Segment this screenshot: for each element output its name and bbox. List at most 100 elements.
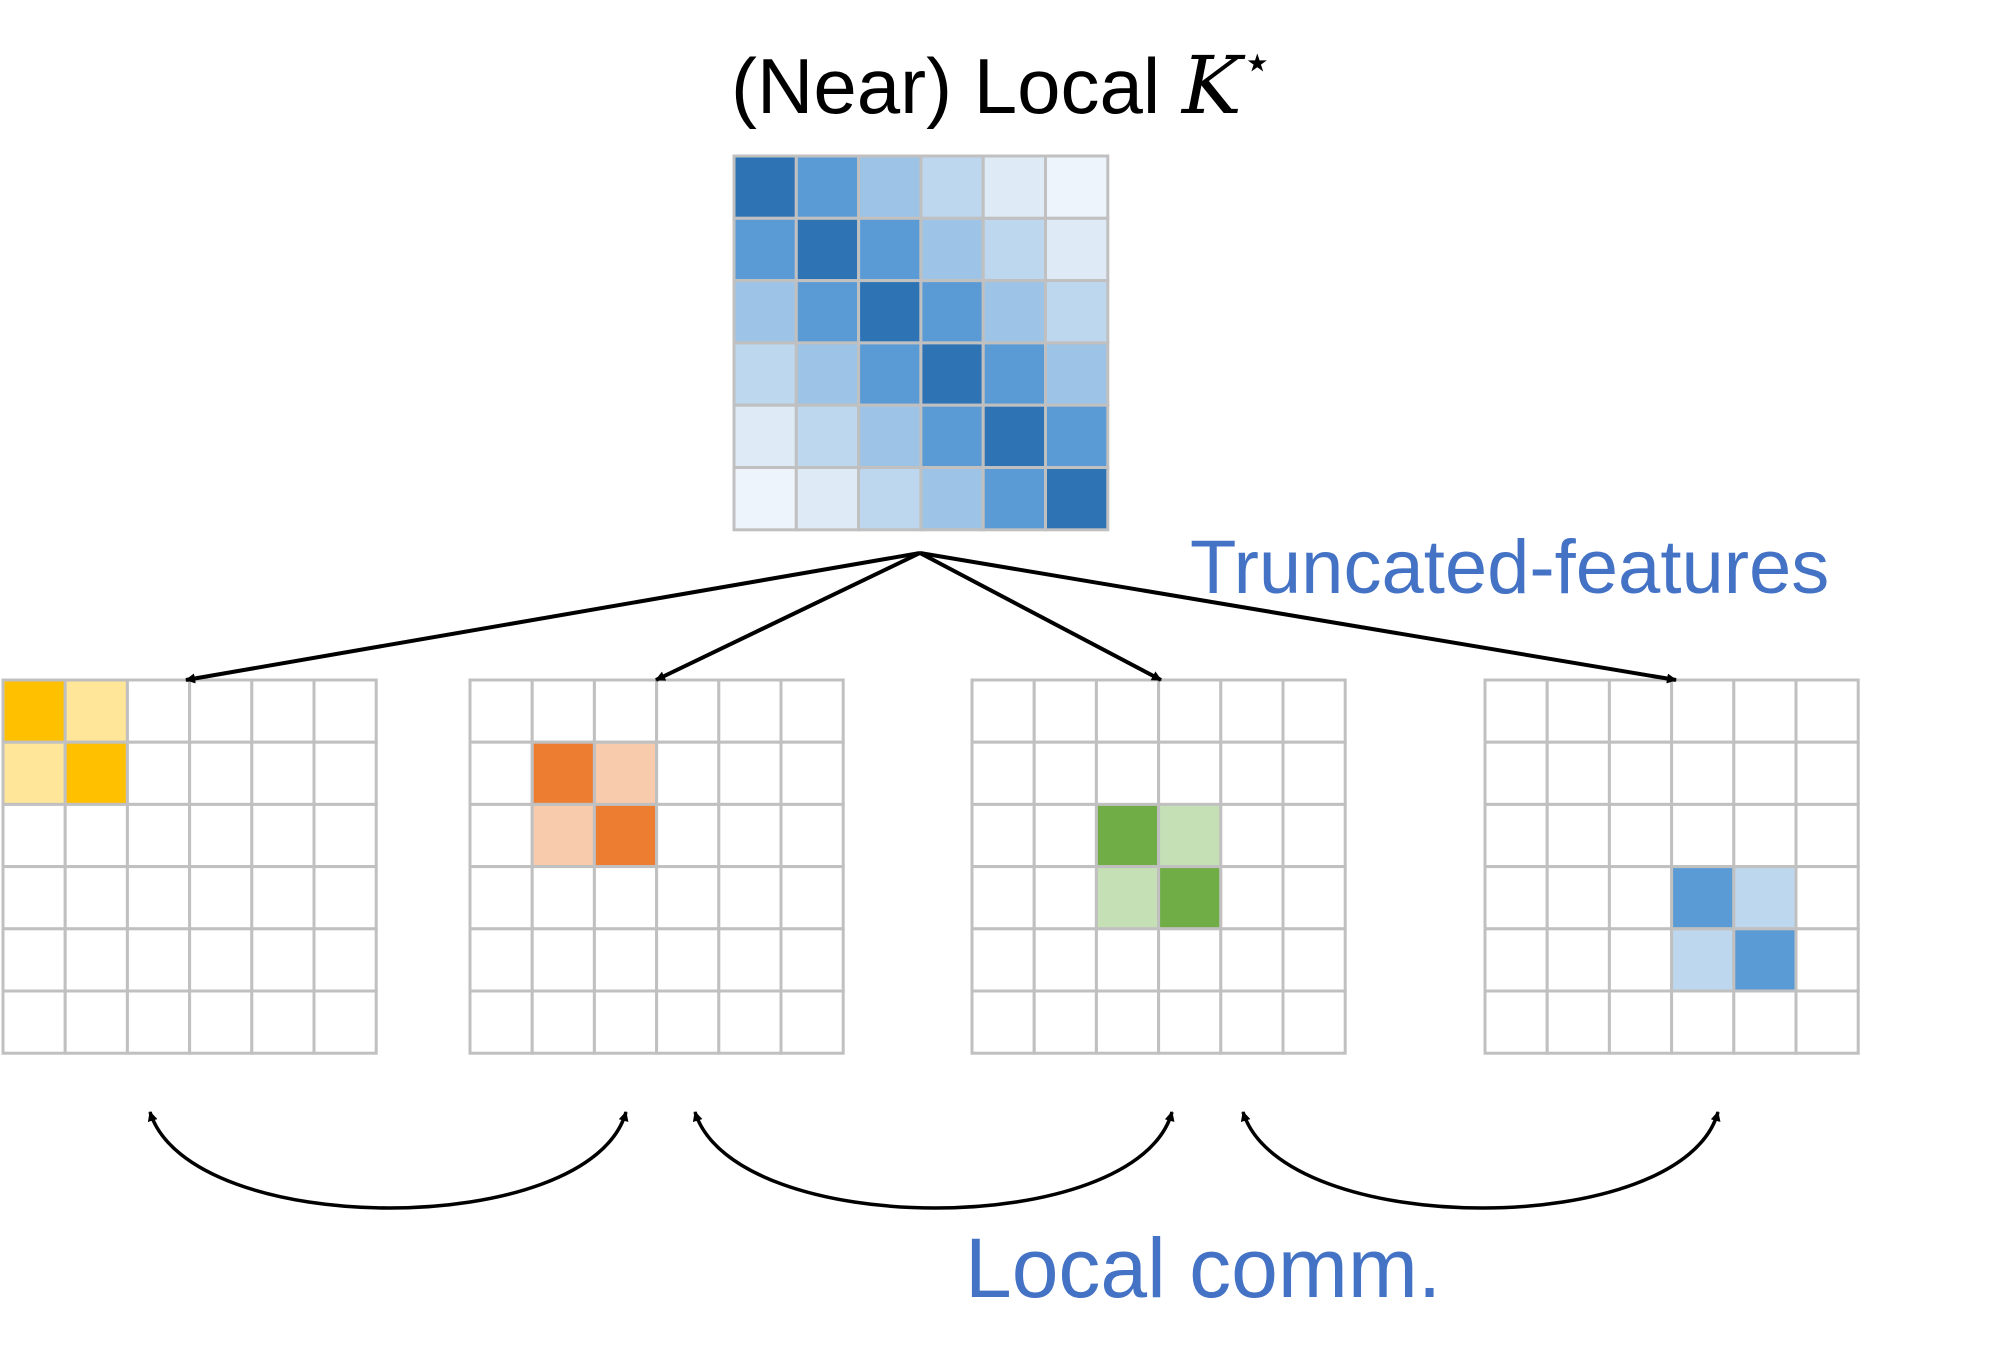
grid-cell <box>530 678 596 744</box>
grid-cell <box>779 927 845 993</box>
grid-cell <box>655 740 721 806</box>
grid-cell <box>779 865 845 931</box>
kernel-cell <box>919 341 985 407</box>
grid-cell <box>63 802 129 869</box>
kernel-cell <box>732 341 798 407</box>
grid-cell <box>1094 927 1161 993</box>
highlight-cell-diagonal <box>530 740 596 806</box>
grid-cell <box>188 989 254 1055</box>
grid-cell <box>530 927 596 993</box>
kernel-cell <box>857 279 923 345</box>
grid-cell <box>1794 989 1860 1055</box>
grid-cell <box>188 802 254 869</box>
grid-cell <box>717 865 783 931</box>
grid-cell <box>530 865 596 931</box>
highlight-cell-offdiagonal <box>63 678 129 744</box>
highlight-cell-diagonal <box>1732 927 1798 993</box>
grid-cell <box>1219 927 1285 993</box>
arrow-to-block-2 <box>655 551 921 682</box>
grid-cell <box>1607 678 1674 744</box>
grid-cell <box>188 678 254 744</box>
split-arrows <box>185 551 1677 684</box>
kernel-cell <box>1044 216 1110 283</box>
grid-cell <box>1483 678 1549 744</box>
grid-cell <box>1032 989 1098 1055</box>
grid-cell <box>779 678 845 744</box>
grid-cell <box>312 989 378 1055</box>
grid-cell <box>717 802 783 869</box>
grid-cell <box>1794 740 1860 806</box>
grid-cell <box>779 740 845 806</box>
kernel-cell <box>981 341 1048 407</box>
grid-cell <box>1281 802 1347 869</box>
kernel-cell <box>794 154 861 220</box>
grid-cell <box>1219 989 1285 1055</box>
grid-cell <box>1 865 67 931</box>
grid-cell <box>125 989 192 1055</box>
grid-cell <box>312 927 378 993</box>
block-3-grid <box>970 678 1347 1055</box>
grid-cell <box>1219 802 1285 869</box>
block-1-grid <box>1 678 378 1055</box>
kernel-cell <box>732 154 798 220</box>
highlight-cell-offdiagonal <box>1157 802 1223 869</box>
kernel-matrix <box>732 154 1110 532</box>
grid-cell <box>312 678 378 744</box>
grid-cell <box>592 989 659 1055</box>
grid-cell <box>1545 927 1611 993</box>
grid-cell <box>717 927 783 993</box>
grid-cell <box>1732 678 1798 744</box>
highlight-cell-diagonal <box>1670 865 1736 931</box>
grid-cell <box>1281 865 1347 931</box>
kernel-cell <box>1044 466 1110 532</box>
kernel-cell <box>919 279 985 345</box>
kernel-cell <box>919 154 985 220</box>
kernel-cell <box>981 466 1048 532</box>
grid-cell <box>1219 865 1285 931</box>
arrow-to-block-3 <box>919 551 1162 682</box>
highlight-cell-diagonal <box>1157 865 1223 931</box>
highlight-cell-diagonal <box>592 802 659 869</box>
kernel-cell <box>981 279 1048 345</box>
grid-cell <box>1483 740 1549 806</box>
grid-cell <box>779 989 845 1055</box>
grid-cell <box>1032 802 1098 869</box>
grid-cell <box>1281 678 1347 744</box>
grid-cell <box>1032 927 1098 993</box>
kernel-cell <box>857 403 923 470</box>
grid-cell <box>1281 927 1347 993</box>
kernel-cell <box>732 403 798 470</box>
grid-cell <box>1483 927 1549 993</box>
kernel-cell <box>857 466 923 532</box>
grid-cell <box>1732 989 1798 1055</box>
grid-cell <box>250 740 316 806</box>
kernel-cell <box>857 216 923 283</box>
kernel-cell <box>732 466 798 532</box>
grid-cell <box>717 678 783 744</box>
highlight-cell-offdiagonal <box>1094 865 1161 931</box>
grid-cell <box>125 740 192 806</box>
grid-cell <box>1483 865 1549 931</box>
grid-cell <box>655 678 721 744</box>
grid-cell <box>1094 989 1161 1055</box>
grid-cell <box>1670 989 1736 1055</box>
highlight-cell-diagonal <box>1 678 67 744</box>
comm-arc-2-3 <box>692 1111 1175 1210</box>
highlight-cell-diagonal <box>1094 802 1161 869</box>
grid-cell <box>655 927 721 993</box>
grid-cell <box>1670 678 1736 744</box>
grid-cell <box>970 927 1036 993</box>
grid-cell <box>63 865 129 931</box>
grid-cell <box>63 989 129 1055</box>
grid-cell <box>1483 989 1549 1055</box>
grid-cell <box>1545 865 1611 931</box>
grid-cell <box>592 927 659 993</box>
grid-cell <box>125 678 192 744</box>
grid-cell <box>970 802 1036 869</box>
kernel-cell <box>732 279 798 345</box>
grid-cell <box>1 802 67 869</box>
grid-cell <box>1794 678 1860 744</box>
title-star-superscript: ⋆ <box>1242 33 1273 91</box>
grid-cell <box>1607 989 1674 1055</box>
grid-cell <box>1607 927 1674 993</box>
